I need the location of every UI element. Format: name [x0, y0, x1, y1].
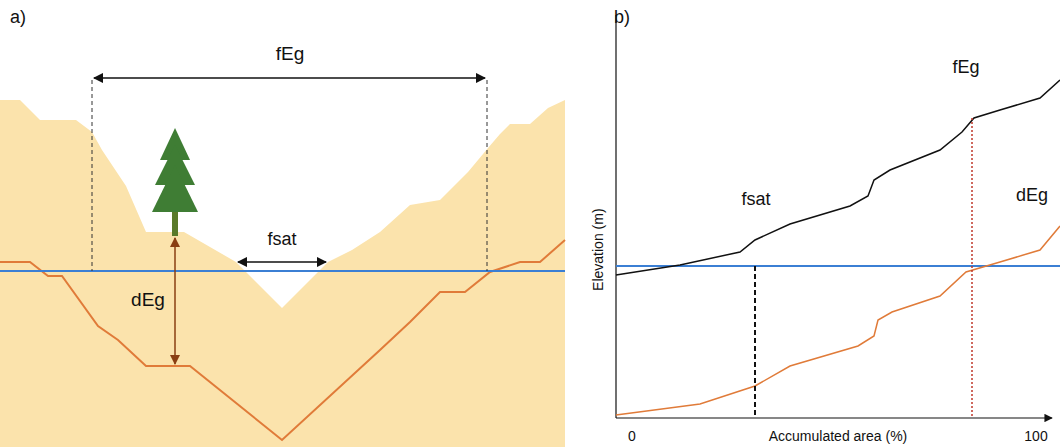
y-axis: [615, 15, 616, 418]
extent-arrow: [238, 261, 326, 263]
panel-letter: b): [614, 8, 630, 28]
symbol-label: dEg: [131, 290, 165, 311]
dashed-guide: [92, 80, 93, 271]
extent-arrow: [94, 77, 485, 79]
symbol-label: fEg: [952, 58, 979, 78]
dashed-guide: [487, 80, 488, 271]
water-level: [616, 265, 1060, 267]
axis-title: Accumulated area (%): [769, 429, 908, 444]
dotted-marker: [971, 118, 973, 418]
panel-letter: a): [10, 8, 26, 28]
depth-profile: [0, 240, 565, 440]
symbol-label: dEg: [1016, 186, 1048, 206]
tick-label: 100: [1024, 429, 1047, 444]
dashed-marker: [754, 266, 756, 418]
tick-label: 0: [628, 429, 636, 444]
water-table: [0, 270, 565, 272]
symbol-label: fEg: [276, 44, 305, 65]
tree-icon: [152, 128, 198, 236]
depth-curve: [616, 226, 1060, 415]
axis-title: Elevation (m): [590, 209, 605, 291]
depth-arrow: [174, 238, 176, 364]
elevation-curve: [616, 80, 1060, 275]
x-axis: [616, 417, 1052, 418]
symbol-label: fsat: [267, 230, 296, 250]
ground-fill: [0, 100, 565, 447]
symbol-label: fsat: [741, 190, 770, 210]
